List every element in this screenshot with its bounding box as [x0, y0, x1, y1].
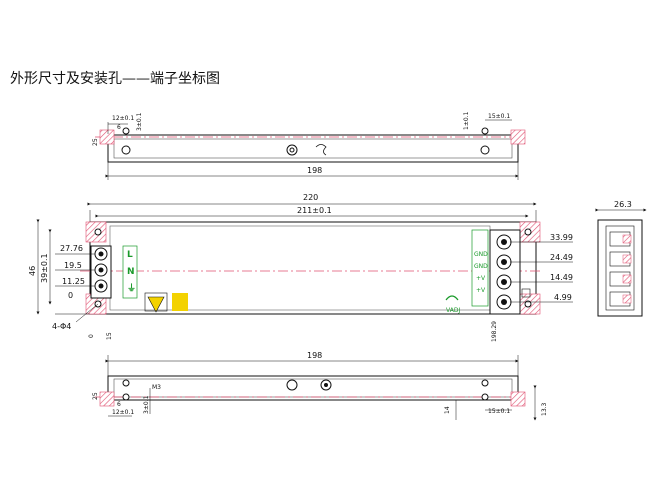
- bottom-dim-15: 15±0.1: [488, 408, 510, 415]
- terminal-label-gnd-1: GND: [474, 251, 488, 258]
- side-dim-263: 26.3: [614, 200, 632, 209]
- terminal-label-L: L: [127, 250, 133, 260]
- terminal-label-vplus-2: +V: [476, 287, 486, 294]
- terminal-label-gnd-2: GND: [474, 263, 488, 270]
- bottom-dim-25: 25: [92, 392, 99, 400]
- bottom-dim-14: 14: [444, 406, 451, 414]
- main-body: [89, 221, 537, 315]
- top-dim-198: 198: [307, 166, 322, 175]
- left-coord-3: 11.25: [62, 277, 85, 286]
- bottom-dim-6: 6: [117, 401, 121, 408]
- bottom-view: 198 M3 25 6 12±0.1 3±0.1 14 15±0.1 13.3: [92, 351, 548, 421]
- main-dim-211: 211±0.1: [297, 206, 332, 215]
- main-dim-4d4: 4-Φ4: [52, 322, 71, 331]
- right-coord-4: 4.99: [554, 293, 572, 302]
- top-dim-25: 25: [92, 138, 99, 146]
- top-dim-6: 6: [117, 124, 121, 131]
- main-dim-15: 15: [106, 332, 113, 340]
- top-dim-1: 1±0.1: [463, 111, 470, 130]
- top-dim-12: 12±0.1: [112, 115, 134, 122]
- bottom-body: [107, 375, 519, 401]
- main-dim-46: 46: [28, 266, 37, 276]
- terminal-label-N: N: [127, 267, 135, 277]
- left-coord-1: 27.76: [60, 244, 83, 253]
- bottom-dim-m3: M3: [152, 384, 161, 391]
- terminal-label-ground: ⏚: [127, 283, 136, 294]
- bottom-dim-133: 13.3: [541, 402, 548, 416]
- main-view: 220 211±0.1 L N ⏚ 27.76 19.5 11.25: [28, 193, 573, 342]
- top-dim-15: 15±0.1: [488, 113, 510, 120]
- top-view: 198 12±0.1 6 3±0.1 25 1±0.1 15±0.1: [92, 111, 526, 180]
- diagram-title: 外形尺寸及安装孔——端子坐标图: [10, 71, 220, 87]
- right-coord-3: 14.49: [550, 273, 573, 282]
- vadj-label: VADJ: [446, 307, 460, 314]
- top-dim-3: 3±0.1: [136, 112, 143, 131]
- main-dim-39: 39±0.1: [40, 253, 49, 283]
- bottom-dim-12: 12±0.1: [112, 409, 134, 416]
- terminal-label-vplus-1: +V: [476, 275, 486, 282]
- side-body: [597, 219, 643, 317]
- main-dim-0: 0: [88, 334, 95, 338]
- bottom-dim-198: 198: [307, 351, 322, 360]
- left-coord-2: 19.5: [64, 261, 82, 270]
- left-coord-4: 0: [68, 291, 73, 300]
- bottom-dim-3: 3±0.1: [143, 395, 150, 414]
- side-view: 26.3: [595, 200, 647, 317]
- main-dim-220: 220: [303, 193, 318, 202]
- right-coord-2: 24.49: [550, 253, 573, 262]
- main-dim-19829: 198.29: [491, 321, 498, 342]
- right-coord-1: 33.99: [550, 233, 573, 242]
- top-body: [107, 134, 519, 163]
